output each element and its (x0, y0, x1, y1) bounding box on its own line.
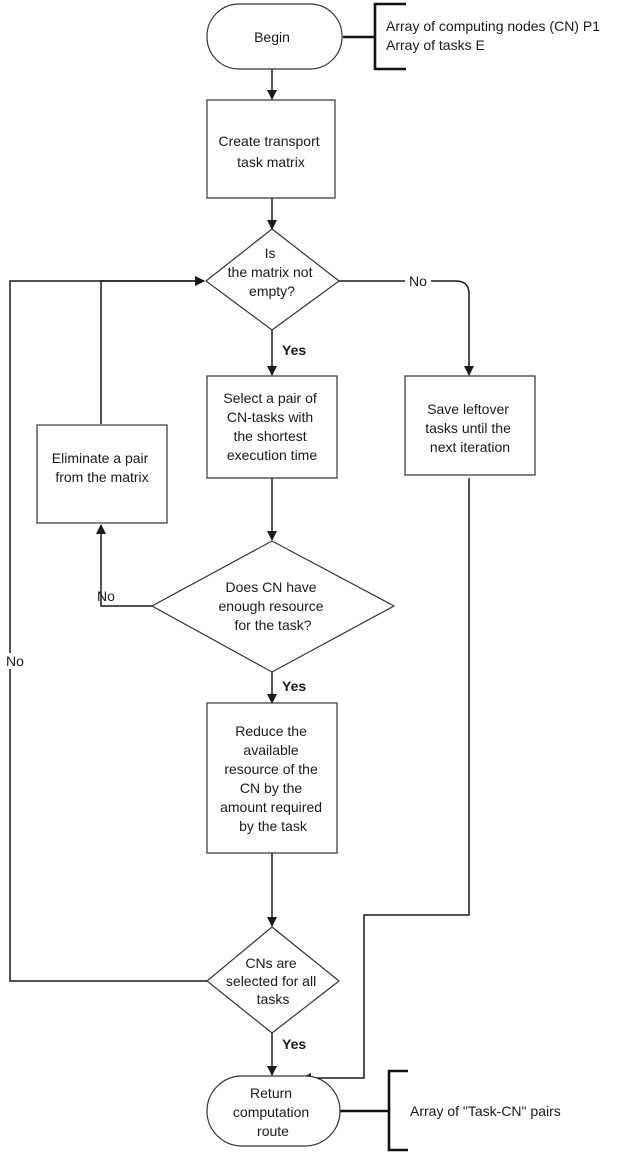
text-line: Array of tasks E (386, 37, 485, 53)
enough-resource-text: Does CN have enough resource for the tas… (219, 579, 328, 633)
text-line: CNs are (245, 955, 297, 971)
text-line: for the task? (234, 617, 311, 633)
text-line: the shortest (233, 428, 306, 444)
create-matrix-process (206, 99, 336, 199)
cns-selected-decision (206, 926, 340, 1034)
cns-no-label: No (6, 653, 24, 669)
text-line: selected for all (226, 973, 316, 989)
input-annotation: Array of computing nodes (CN) P1 Array o… (386, 18, 604, 53)
text-line: computation (233, 1104, 309, 1120)
edges (9, 69, 474, 1083)
edge-resource-no (96, 524, 152, 607)
eliminate-pair-text: Eliminate a pair from the matrix (52, 450, 152, 485)
text-line: by the task (239, 818, 308, 834)
enough-resource-decision (150, 540, 396, 673)
text-line: Reduce the (235, 723, 307, 739)
resource-yes-label: Yes (282, 678, 306, 694)
edge-cns-no (9, 276, 207, 982)
matrix-yes-label: Yes (282, 342, 306, 358)
text-line: Return (250, 1085, 292, 1101)
begin-terminal (206, 3, 343, 70)
return-route-terminal (206, 1075, 341, 1147)
resource-no-label: No (97, 588, 115, 604)
cns-yes-label: Yes (282, 1036, 306, 1052)
text-line: empty? (249, 283, 295, 299)
text-line: Save leftover (427, 401, 509, 417)
text-line: Eliminate a pair (52, 450, 149, 466)
text-line: Create transport (218, 133, 319, 149)
text-line: next iteration (430, 439, 510, 455)
matrix-not-empty-decision (205, 228, 340, 331)
text-line: CN by the (240, 780, 302, 796)
save-leftover-text: Save leftover tasks until the next itera… (425, 401, 515, 455)
edge-matrix-no (339, 280, 474, 376)
text-line: route (257, 1123, 289, 1139)
create-matrix-text: Create transport task matrix (218, 133, 323, 170)
cns-no-label-background (3, 653, 29, 669)
text-line: task matrix (237, 154, 305, 170)
text-line: Is (265, 245, 276, 261)
edge-eliminate-to-decision (100, 276, 205, 424)
no-label-background (405, 273, 431, 289)
save-leftover-process (404, 375, 536, 476)
begin-text: Begin (254, 29, 290, 45)
reduce-resource-process (206, 702, 338, 854)
text-line: tasks until the (425, 420, 511, 436)
return-route-text: Return computation route (233, 1085, 313, 1139)
text-line: CN-tasks with (227, 409, 313, 425)
text-line: from the matrix (55, 469, 148, 485)
edge-save-to-return (301, 478, 470, 1083)
output-bracket (387, 1069, 408, 1152)
text-line: resource of the (224, 761, 318, 777)
text-line: Array of computing nodes (CN) P1 (386, 18, 600, 34)
text-line: execution time (227, 447, 317, 463)
text-line: enough resource (219, 598, 324, 614)
reduce-resource-text: Reduce the available resource of the CN … (220, 723, 326, 834)
cns-selected-text: CNs are selected for all tasks (226, 955, 320, 1007)
select-pair-text: Select a pair of CN-tasks with the short… (223, 390, 320, 463)
text-line: amount required (220, 799, 322, 815)
matrix-not-empty-text: Is the matrix not empty? (228, 245, 317, 299)
select-pair-process (206, 375, 338, 479)
text-line: the matrix not (228, 264, 313, 280)
text-line: Array of "Task-CN" pairs (410, 1103, 561, 1119)
eliminate-pair-process (36, 424, 168, 524)
text-line: Begin (254, 29, 290, 45)
output-annotation: Array of "Task-CN" pairs (410, 1103, 561, 1119)
text-line: Does CN have (226, 579, 317, 595)
text-line: available (243, 742, 298, 758)
text-line: Select a pair of (223, 390, 316, 406)
text-line: tasks (257, 991, 290, 1007)
matrix-no-label: No (409, 273, 427, 289)
